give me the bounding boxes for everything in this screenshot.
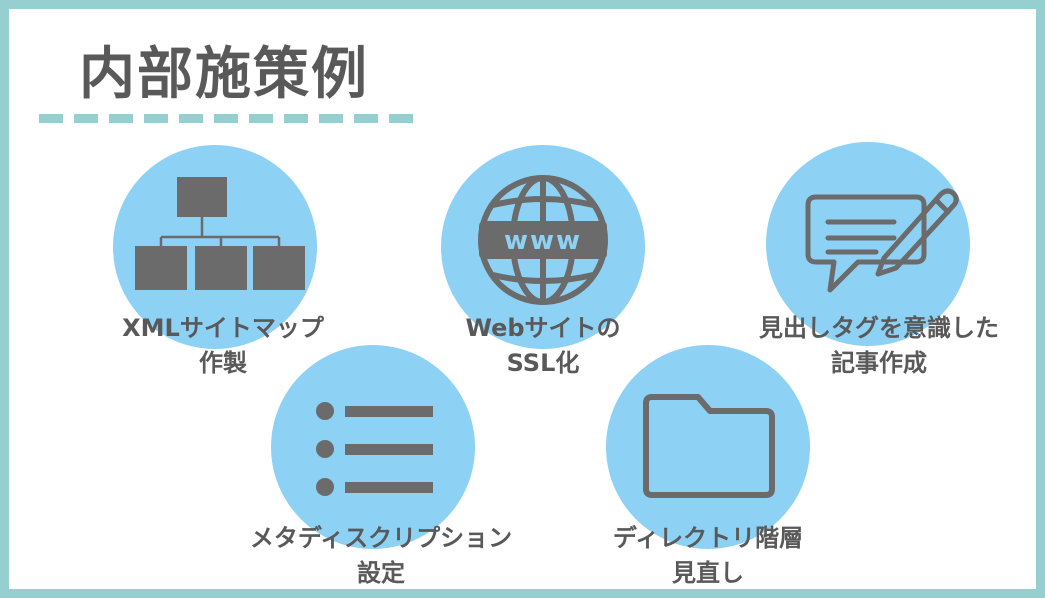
title-dashed-underline [39,114,414,123]
speech-bubble-pen-icon [805,188,959,293]
bubble-circle [766,142,970,346]
item-label-sitemap: XMLサイトマップ 作製 [122,314,324,377]
sitemap-icon [135,177,305,290]
globe-circle: www [441,145,645,349]
item-label-directory: ディレクトリ階層 見直し [612,524,804,587]
list-circle [271,345,475,549]
folder-icon [643,394,775,498]
svg-text:www: www [504,226,582,256]
globe-www-icon: www [478,175,608,305]
sitemap-circle [113,145,317,349]
folder-circle [606,345,810,549]
item-label-meta-description: メタディスクリプション 設定 [249,524,513,587]
bullet-list-icon [316,402,433,496]
page-title: 内部施策例 [79,42,369,107]
item-label-heading-tags: 見出しタグを意識した 記事作成 [759,314,999,377]
item-label-ssl: Webサイトの SSL化 [465,314,621,377]
